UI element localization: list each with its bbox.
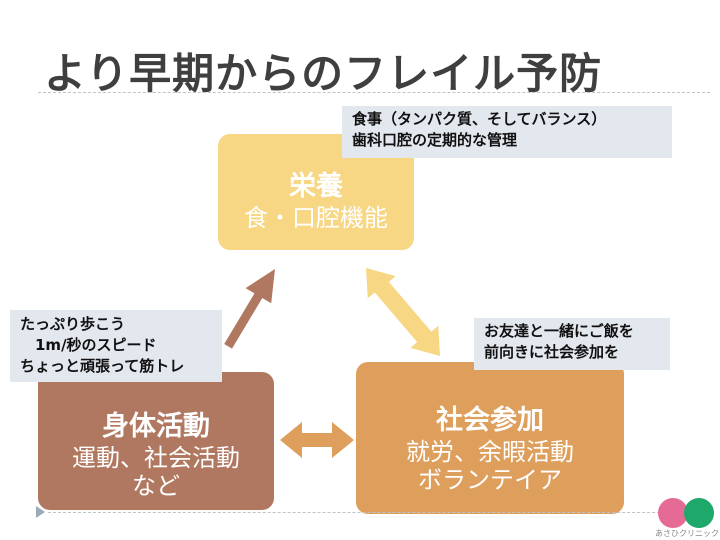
- clinic-logo: あさひクリニック: [652, 494, 720, 540]
- social-participation-subtitle: 就労、余暇活動 ボランテイア: [406, 438, 574, 494]
- logo-green-circle-icon: [684, 498, 714, 528]
- exercise-note: たっぷり歩こう 1m/秒のスピード ちょっと頑張って筋トレ: [10, 310, 222, 382]
- bullet-triangle-icon: [36, 506, 45, 518]
- social-participation-heading: 社会参加: [436, 405, 544, 436]
- nutrition-heading: 栄養: [289, 171, 343, 202]
- body-activity-heading: 身体活動: [102, 411, 210, 442]
- social-participation-box: 社会参加 就労、余暇活動 ボランテイア: [356, 362, 624, 514]
- diet-note: 食事（タンパク質、そしてバランス） 歯科口腔の定期的な管理: [342, 106, 672, 158]
- arrow-body-social: [280, 422, 354, 458]
- footer-divider: [48, 512, 710, 513]
- body-activity-box: 身体活動 運動、社会活動 など: [38, 372, 274, 510]
- logo-pink-circle-icon: [658, 498, 688, 528]
- slide-title: より早期からのフレイル予防: [44, 49, 603, 98]
- nutrition-subtitle: 食・口腔機能: [244, 204, 388, 232]
- social-note: お友達と一緒にご飯を 前向きに社会参加を: [474, 318, 670, 370]
- title-divider: [38, 92, 710, 93]
- arrow-body-to-nutrition: [224, 269, 275, 349]
- arrow-nutrition-social: [366, 268, 440, 356]
- logo-text: あさひクリニック: [655, 529, 719, 538]
- body-activity-subtitle: 運動、社会活動 など: [72, 444, 240, 500]
